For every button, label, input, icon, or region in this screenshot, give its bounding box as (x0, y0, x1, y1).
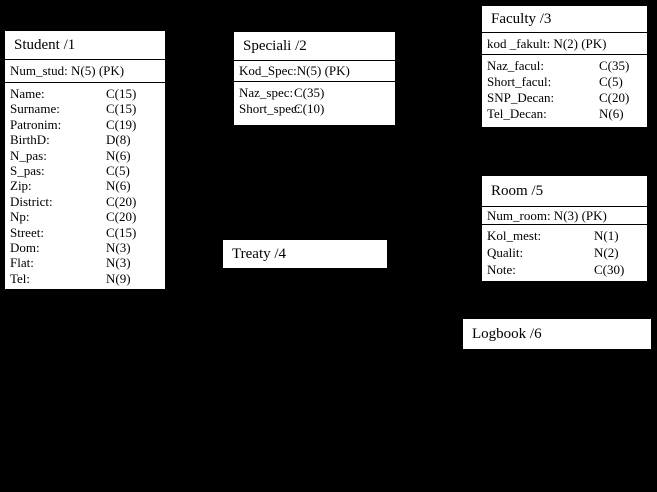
entity-field-row: Naz_facul: C(35) (487, 58, 647, 74)
entity-title-faculty: Faculty /3 (482, 6, 647, 33)
field-type: C(30) (594, 261, 625, 277)
entity-title-treaty: Treaty /4 (232, 245, 287, 262)
entity-field-row: Note: C(30) (487, 262, 647, 279)
field-type: C(20) (106, 193, 137, 209)
entity-field-row: Street: C(15) (10, 225, 165, 240)
entity-field-row: SNP_Decan: C(20) (487, 90, 647, 106)
field-label: Kol_mest: (487, 228, 542, 243)
field-label: Short_facul: (487, 74, 552, 89)
field-type: D(8) (106, 132, 131, 148)
entity-field-row: Patronim: C(19) (10, 117, 165, 132)
entity-field-row: Naz_spec:C(35) (239, 85, 395, 101)
entity-field-row: Tel: N(9) (10, 271, 165, 286)
entity-field-row: Name: C(15) (10, 86, 165, 101)
field-type: N(6) (599, 106, 624, 121)
entity-field-list-speciali: Naz_spec:C(35)Short_spec:C(10) (234, 82, 395, 117)
field-label: Np: (10, 209, 30, 225)
field-type: C(20) (106, 209, 137, 225)
entity-field-row: Short_spec:C(10) (239, 101, 395, 117)
field-type: N(3) (106, 239, 131, 255)
field-label: Naz_spec: (239, 85, 294, 100)
field-label: N_pas: (10, 147, 47, 163)
field-type: N(1) (594, 228, 619, 243)
field-type: C(15) (106, 224, 137, 240)
entity-field-row: Qualit: N(2) (487, 245, 647, 262)
entity-primary-key-faculty: kod _fakult: N(2) (PK) (482, 33, 647, 55)
field-label: Patronim: (10, 116, 62, 132)
field-label: Naz_facul: (487, 58, 545, 73)
field-type: C(5) (599, 74, 623, 89)
entity-primary-key-student: Num_stud: N(5) (PK) (5, 60, 165, 83)
entity-box-treaty[interactable]: Treaty /4 (222, 239, 388, 269)
field-type: N(6) (106, 147, 131, 163)
entity-field-list-student: Name:C(15)Surname:C(15)Patronim:C(19)Bir… (5, 83, 165, 286)
field-label: Zip: (10, 178, 32, 194)
field-type: N(3) (106, 255, 131, 271)
entity-field-row: Dom: N(3) (10, 240, 165, 255)
entity-field-row: S_pas: C(5) (10, 163, 165, 178)
entity-title-student: Student /1 (5, 31, 165, 60)
entity-field-row: Short_facul: C(5) (487, 74, 647, 90)
field-type: C(10) (294, 101, 325, 116)
field-label: BirthD: (10, 132, 50, 148)
room-to-logbook-arrowhead-icon (544, 311, 558, 319)
entity-field-list-faculty: Naz_facul:C(35)Short_facul:C(5)SNP_Decan… (482, 55, 647, 122)
field-label: Short_spec: (239, 101, 301, 116)
field-type: C(20) (599, 90, 630, 105)
entity-box-logbook[interactable]: Logbook /6 (462, 318, 652, 350)
field-label: District: (10, 193, 53, 209)
field-label: Note: (487, 261, 516, 277)
field-label: Tel: (10, 270, 31, 286)
field-type: C(15) (106, 101, 137, 117)
field-label: Surname: (10, 101, 60, 117)
field-type: C(35) (294, 85, 325, 100)
field-type: N(2) (594, 244, 619, 260)
entity-field-row: District: C(20) (10, 194, 165, 209)
entity-field-row: Tel_Decan: N(6) (487, 106, 647, 122)
entity-primary-key-room: Num_room: N(3) (PK) (482, 207, 647, 225)
field-label: Qualit: (487, 244, 524, 260)
entity-field-row: Kol_mest: N(1) (487, 228, 647, 245)
entity-field-row: BirthD: D(8) (10, 132, 165, 147)
field-label: SNP_Decan: (487, 90, 555, 105)
entity-field-row: Surname: C(15) (10, 101, 165, 116)
field-type: C(5) (106, 162, 130, 178)
field-label: S_pas: (10, 162, 45, 178)
field-type: C(19) (106, 116, 137, 132)
field-label: Flat: (10, 255, 34, 271)
speciali-to-treaty-arrowhead-icon (306, 234, 311, 238)
entity-field-row: N_pas: N(6) (10, 148, 165, 163)
entity-field-row: Np: C(20) (10, 209, 165, 224)
entity-title-logbook: Logbook /6 (472, 325, 542, 342)
field-type: N(6) (106, 178, 131, 194)
entity-field-row: Zip: N(6) (10, 178, 165, 193)
field-type: N(9) (106, 270, 131, 286)
field-label: Tel_Decan: (487, 106, 547, 121)
field-type: C(15) (106, 86, 137, 101)
field-label: Name: (10, 86, 45, 101)
field-type: C(35) (599, 58, 630, 73)
field-label: Street: (10, 224, 44, 240)
entity-title-speciali: Speciali /2 (234, 32, 395, 61)
entity-field-list-room: Kol_mest: N(1) Qualit: N(2) Note: C(30) (482, 225, 647, 278)
entity-field-row: Flat: N(3) (10, 255, 165, 270)
entity-primary-key-speciali: Kod_Spec:N(5) (PK) (234, 61, 395, 82)
field-label: Dom: (10, 239, 40, 255)
entity-title-room: Room /5 (482, 176, 647, 207)
